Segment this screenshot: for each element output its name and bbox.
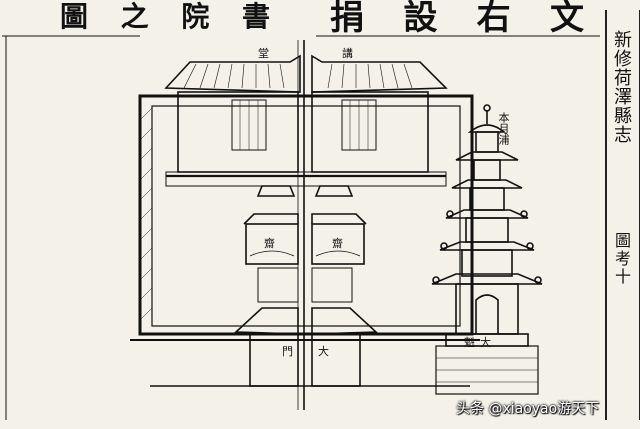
label-upper-right: 講 [342,47,353,60]
title-right-char: 設 [403,0,444,38]
label-hall-right: 齋 [332,237,343,250]
main-hall-body-left [177,91,299,173]
side-hall-right-wave [315,250,361,257]
gate-body-left [249,333,299,387]
gate-body-right [311,333,361,387]
main-hall-roof-left [164,54,301,93]
compound-wall [138,94,474,336]
chapter-label: 圖考十 [612,232,631,286]
main-hall-body-right [311,91,429,173]
title-left-char: 院 [181,0,210,33]
label-gate-left: 門 [282,345,293,358]
side-hall-right-roof [311,213,367,225]
steps-right [314,185,354,197]
pagoda [431,104,543,395]
side-hall-left-roof [243,213,299,225]
gate-rear-right [311,267,353,303]
door-lattice [239,100,369,150]
side-hall-left-wave [249,250,295,257]
compound-wall-inner [151,105,461,327]
label-pagoda-base: 魁 [464,336,475,349]
title-left-char: 書 [241,0,270,33]
title-left: 圖 之 院 書 [60,0,270,33]
steps-left [256,185,296,197]
label-hall-left: 齋 [264,237,275,250]
main-hall-platform [165,171,447,187]
wall-hatching [139,107,153,321]
gate-roof-left [234,307,299,335]
gate-roof-right [311,307,378,335]
title-right-char: 捐 [330,0,370,38]
title-right-char: 文 [549,0,590,38]
gate-rear-left [257,267,299,303]
title-right-char: 右 [476,0,517,38]
label-gate-plaque: 大 [480,336,491,349]
side-hall-left [245,223,299,265]
roof-tiles [183,63,413,89]
title-left-char: 圖 [60,0,89,33]
side-hall-right [311,223,365,265]
label-gate-right: 大 [318,345,329,358]
watermark: 头条 @xiaoyao游天下 [456,401,600,417]
title-left-char: 之 [120,0,149,33]
label-pagoda-top: 本月浦 [497,112,510,145]
title-right: 捐 設 右 文 [330,0,590,38]
label-upper-left: 堂 [258,47,269,60]
book-title: 新修荷澤縣志 [611,30,632,144]
main-hall-roof-right [311,54,448,93]
